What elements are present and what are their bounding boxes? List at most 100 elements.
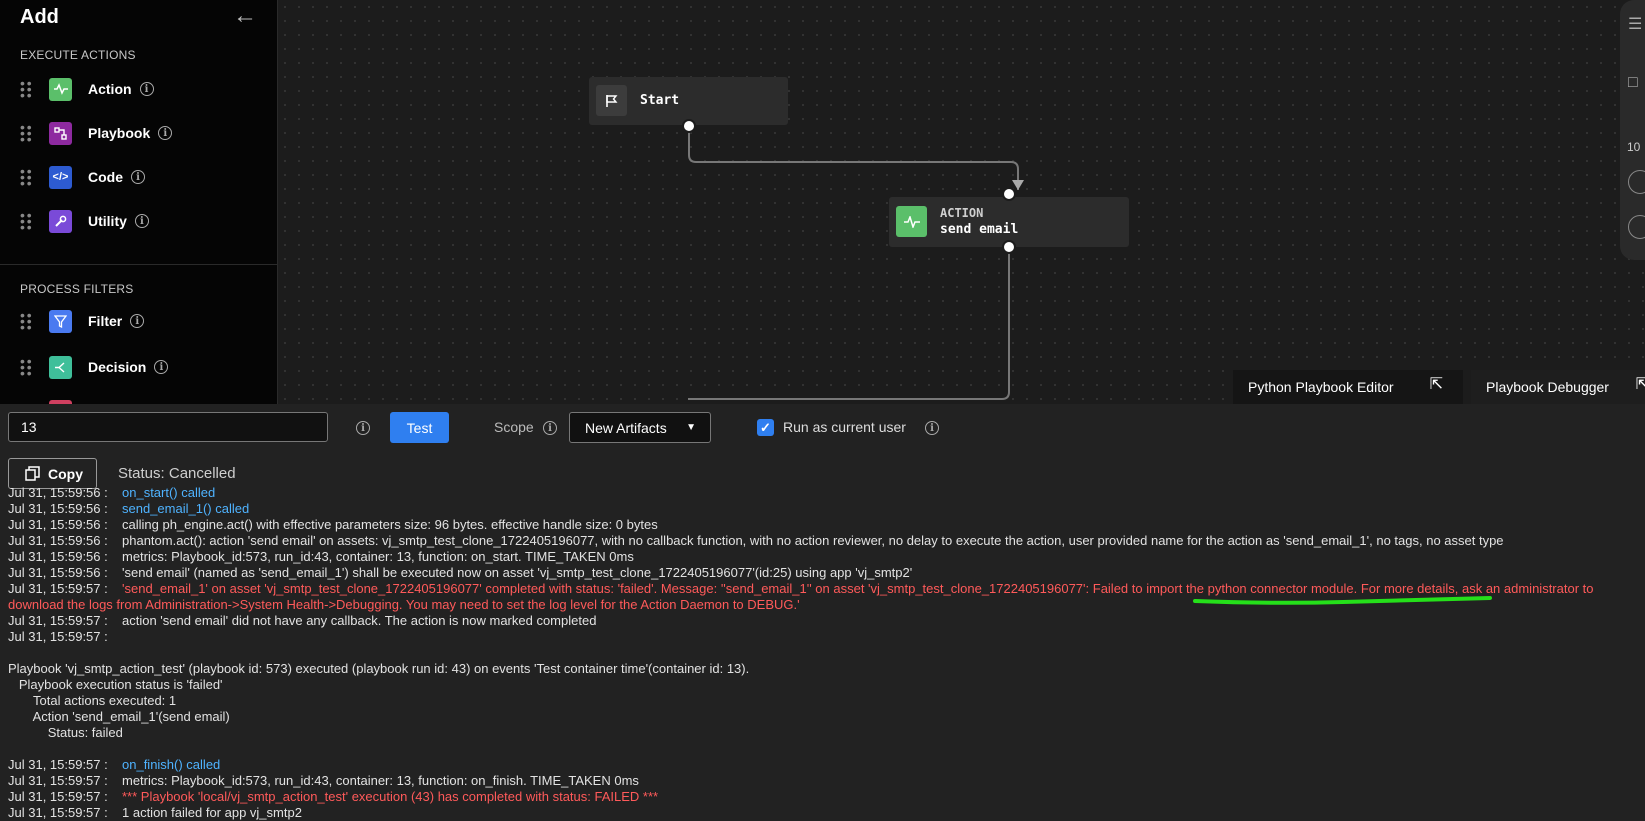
log-line: Jul 31, 15:59:57 : [8, 629, 108, 644]
scope-value: New Artifacts [585, 419, 667, 436]
sidebar-item-label: Utility [88, 213, 127, 229]
add-panel: Add ← EXECUTE ACTIONS • •• •• • Action i… [0, 0, 278, 404]
sidebar-item-playbook[interactable]: • •• •• • Playbook i [0, 115, 277, 151]
sidebar-item-code[interactable]: • •• •• • </> Code i [0, 159, 277, 195]
summary-line: Playbook execution status is 'failed' [8, 677, 223, 692]
sidebar-item-label: Playbook [88, 125, 151, 141]
debugger-output: Copy Status: Cancelled Jul 31, 15:59:56 … [0, 452, 1645, 821]
summary-line: Total actions executed: 1 [8, 693, 177, 708]
zoom-level: 10 [1627, 140, 1641, 154]
info-icon[interactable]: i [158, 126, 173, 140]
action-pulse-icon [49, 77, 72, 101]
tab-playbook-debugger[interactable]: Playbook Debugger ⇱ [1471, 370, 1645, 404]
info-icon[interactable]: i [130, 314, 145, 328]
log-line: Jul 31, 15:59:56 :phantom.act(): action … [8, 533, 1504, 548]
drag-handle-icon[interactable]: • •• •• • [20, 163, 32, 191]
info-icon[interactable]: i [925, 421, 939, 435]
tab-label: Python Playbook Editor [1248, 379, 1394, 395]
decision-icon [49, 355, 72, 379]
log-line: Jul 31, 15:59:56 :send_email_1() called [8, 501, 250, 516]
partial-sidebar-icon [49, 400, 72, 404]
flag-icon [596, 85, 627, 116]
log-line-error: Jul 31, 15:59:57 :'send_email_1' on asse… [8, 581, 1594, 612]
log-line: Jul 31, 15:59:57 :1 action failed for ap… [8, 805, 302, 820]
action-pulse-icon [896, 206, 927, 237]
action-node-send-email[interactable]: ACTION send email [889, 197, 1129, 247]
canvas-controls: ☰ □ 10 [1620, 0, 1645, 260]
sidebar-item-label: Decision [88, 359, 147, 375]
log-line: Jul 31, 15:59:56 :calling ph_engine.act(… [8, 517, 658, 532]
info-icon[interactable]: i [131, 170, 145, 184]
input-port[interactable] [1002, 187, 1016, 201]
layout-icon[interactable]: ☰ [1628, 16, 1643, 33]
test-button[interactable]: Test [390, 412, 449, 443]
log-line: Jul 31, 15:59:57 :on_finish() called [8, 757, 221, 772]
log-line: Jul 31, 15:59:57 :action 'send email' di… [8, 613, 597, 628]
section-label-execute-actions: EXECUTE ACTIONS [20, 48, 136, 62]
sidebar-item-label: Filter [88, 313, 123, 329]
drag-handle-icon[interactable]: • •• •• • [20, 75, 32, 103]
log-blank [8, 645, 1643, 661]
panel-title: Add [20, 6, 59, 28]
info-icon[interactable]: i [356, 421, 370, 435]
log-line: Jul 31, 15:59:57 :metrics: Playbook_id:5… [8, 773, 639, 788]
copy-button[interactable]: Copy [8, 458, 97, 489]
zoom-out-icon[interactable] [1628, 215, 1645, 239]
debugger-toolbar: i Test Scope i New Artifacts ▼ ✓ Run as … [0, 404, 1645, 453]
run-as-label: Run as current user [783, 419, 906, 435]
highlight-underline [1193, 596, 1492, 605]
node-name: send email [940, 222, 1019, 237]
info-icon[interactable]: i [543, 421, 557, 435]
node-label: Start [640, 93, 680, 108]
node-type: ACTION [940, 206, 984, 220]
playbook-icon [49, 121, 72, 145]
output-port[interactable] [682, 119, 696, 133]
arrow-left-icon[interactable]: ← [233, 2, 257, 29]
log-line: Jul 31, 15:59:56 :on_start() called [8, 485, 216, 500]
sidebar-item-decision[interactable]: • •• •• • Decision i [0, 349, 277, 385]
sidebar-item-label: Action [88, 81, 132, 97]
sidebar-item-label: Code [88, 169, 123, 185]
summary-line: Playbook 'vj_smtp_action_test' (playbook… [8, 661, 750, 676]
scope-label: Scope [494, 419, 534, 435]
sidebar-item-action[interactable]: • •• •• • Action i [0, 71, 277, 107]
wrench-icon [49, 209, 72, 233]
copy-icon [25, 466, 40, 481]
log-output: Jul 31, 15:59:56 :on_start() called Jul … [8, 485, 1643, 821]
run-status: Status: Cancelled [118, 465, 236, 482]
log-line: Jul 31, 15:59:57 :*** Playbook 'local/vj… [8, 789, 659, 804]
fit-icon[interactable]: □ [1628, 74, 1638, 91]
expand-icon[interactable]: ⇱ [1635, 376, 1645, 393]
summary-line: Status: failed [8, 725, 123, 740]
chevron-down-icon: ▼ [686, 422, 696, 433]
info-icon[interactable]: i [134, 214, 149, 228]
tab-label: Playbook Debugger [1486, 379, 1609, 395]
info-icon[interactable]: i [139, 82, 154, 96]
log-blank [8, 741, 1643, 757]
sidebar-item-filter[interactable]: • •• •• • Filter i [0, 303, 277, 339]
zoom-in-icon[interactable] [1628, 170, 1645, 194]
tab-python-playbook-editor[interactable]: Python Playbook Editor ⇱ [1233, 370, 1463, 404]
section-label-process-filters: PROCESS FILTERS [20, 282, 134, 296]
filter-icon [49, 309, 72, 333]
expand-icon[interactable]: ⇱ [1429, 376, 1443, 393]
run-as-current-user-checkbox[interactable]: ✓ [757, 419, 774, 436]
drag-handle-icon[interactable]: • •• •• • [20, 119, 32, 147]
divider [0, 264, 277, 265]
copy-label: Copy [48, 465, 83, 482]
connector-lines [688, 126, 1024, 400]
start-node[interactable]: Start [589, 77, 788, 125]
container-id-input[interactable] [8, 412, 328, 442]
playbook-canvas[interactable]: Start ACTION send email Python Playbook … [278, 0, 1645, 404]
output-port[interactable] [1002, 240, 1016, 254]
log-line: Jul 31, 15:59:56 :'send email' (named as… [8, 565, 913, 580]
drag-handle-icon[interactable]: • •• •• • [20, 207, 32, 235]
log-line: Jul 31, 15:59:56 :metrics: Playbook_id:5… [8, 549, 634, 564]
sidebar-item-utility[interactable]: • •• •• • Utility i [0, 203, 277, 239]
drag-handle-icon[interactable]: • •• •• • [20, 353, 32, 381]
code-icon: </> [49, 165, 72, 189]
drag-handle-icon[interactable]: • •• •• • [20, 307, 32, 335]
summary-line: Action 'send_email_1'(send email) [8, 709, 230, 724]
scope-select[interactable]: New Artifacts ▼ [569, 412, 711, 443]
info-icon[interactable]: i [154, 360, 169, 374]
